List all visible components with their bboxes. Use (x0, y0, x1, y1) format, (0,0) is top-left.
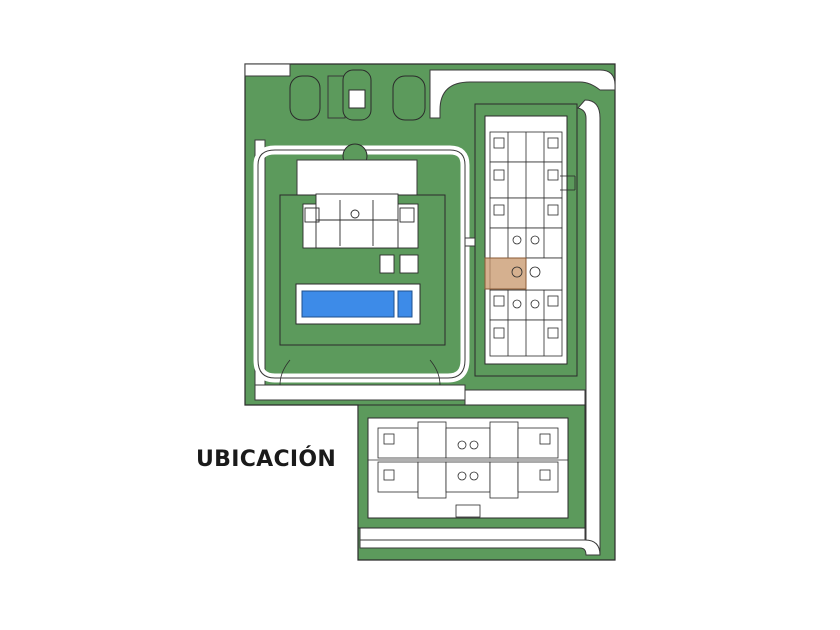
swimming-pool (301, 290, 395, 318)
residential-lower-block (357, 404, 586, 529)
clubhouse-building (302, 193, 419, 274)
entry-planters (289, 69, 426, 169)
highlighted-unit (484, 257, 527, 290)
kids-pool (397, 290, 413, 318)
location-title: UBICACIÓN (196, 447, 337, 472)
internal-roads (244, 63, 616, 556)
residential-tower (474, 103, 578, 377)
landscape-details (279, 175, 576, 386)
clubhouse-area (279, 159, 446, 346)
